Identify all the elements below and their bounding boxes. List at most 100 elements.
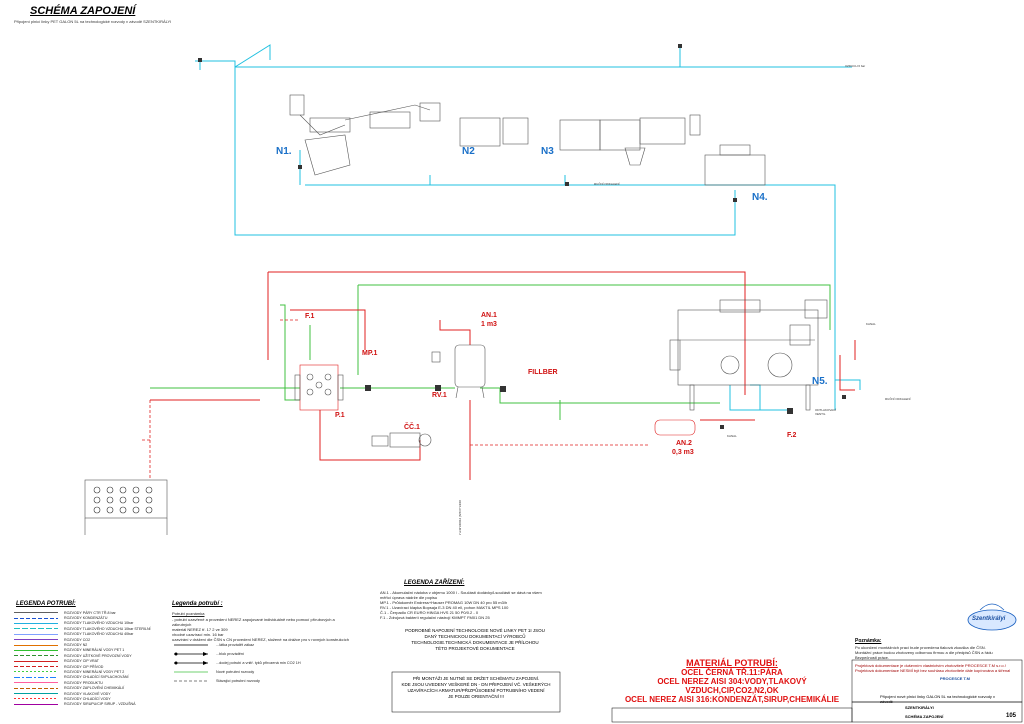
legend-line-swatch [14,622,58,624]
label-f1: F.1 [305,313,315,320]
warning-note-line: JE POUZE ORIENTAČNÍ !!! [448,694,504,699]
node-n1: N1. [276,146,292,157]
legend-line-swatch [14,639,58,641]
node-n5: N5. [812,376,828,387]
upper-equipment [289,94,766,186]
title-block-client: SZENTKIRÁLYI [905,705,934,710]
legend-symbol [174,651,208,656]
label-odplaseni: ODPLAVENÍ PRODUKTU [458,500,462,535]
warning-note-line: KDE JSOU UVEDENY VEŠKERÉ DN - DN PŘIPOJE… [401,682,551,687]
legend-potrubi-row: ROZVODY SIRUPU/CIP SIRUP - VZDUŠNÁ [12,702,162,707]
poznamka-line: Bezpečnosti práce. [855,655,890,660]
legend-symbol [174,644,208,645]
copyright-box: Projektová dokumentace je duševním vlast… [855,663,1021,673]
air-line [195,44,861,411]
center-note-line: TÉTO PROJEKTOVÉ DOKUMENTACE [435,646,515,651]
legend-zarizeni-line: měřící úprava nádrže dle popisu [380,595,438,600]
page-title: SCHÉMA ZAPOJENÍ [30,5,136,17]
valves [198,44,846,429]
label-an2: AN.2 [676,440,692,447]
legend-potrubi-label: ROZVODY TLAKOVÉHO VZDUCHU 10bar STERILNÍ [64,626,151,631]
legend-line-swatch [14,649,58,651]
legend-potrubi-label: ROZVODY MINERÁLNÍ VODY PET 2 [64,669,125,674]
cip-line [150,271,856,480]
legend-potrubi-row: ROZVODY PÁRY CTR TŘ.8 bar [12,610,162,615]
legend-potrubi2-label: Nové potrubní rozvody [216,669,255,674]
legend-potrubi-label: ROZVODY PRODUKTU [64,680,103,685]
legend-line-swatch [14,693,58,695]
legend-zarizeni-line: AN.1 - Akumulační nádoba v objemu 1000 l… [380,590,542,595]
label-rucni-2: RUČNÍ ODKALENÍ [885,397,911,401]
logo-mark [967,603,1017,631]
label-vzduch: VZDUCH 6 bar [845,64,866,68]
legend-potrubi-label: ROZVODY N2 [64,643,88,648]
legend-potrubi-label: ROZVODY VLAKOVÉ VODY [64,691,111,696]
legend-zarizeni-lines: AN.1 - Akumulační nádoba v objemu 1000 l… [380,590,570,620]
pump-c1 [371,432,432,448]
cassette-unit [84,479,168,535]
legend-potrubi-label: ROZVODY KONDENZÁTU [64,616,108,621]
legend-potrubi-row: ROZVODY CO2 [12,637,162,642]
legend-zarizeni-line: RV.1 - Uzavírací klapka Bopsaja E-3 DN 4… [380,605,509,610]
legend-potrubi-row: ROZVODY N2 [12,642,162,647]
legend-potrubi2-label: Stávající potrubní rozvody [216,678,260,683]
legend-line-swatch [14,682,58,684]
label-an1: AN.1 [481,312,497,319]
label-kanal-1: KANAL [866,322,876,326]
warning-note-line: PŘI MONTÁŽI JE NUTNÉ SE DRŽET SCHÉMATU Z… [412,676,540,681]
legend-zarizeni-title: LEGENDA ZAŘÍZENÍ: [404,580,465,586]
legend-potrubi2-line: uzavírání v drážení dle ČSN s CN provede… [172,637,349,642]
legend-potrubi-row: ROZVODY TLAKOVÉHO VZDUCHU 10bar [12,621,162,626]
legend-potrubi-label: ROZVODY TLAKOVÉHO VZDUCHU 10bar [64,621,134,626]
material-line: OCEL NEREZ AISI 316:KONDENZÁT,SIRUP,CHEM… [624,695,840,704]
material-block: MATERIÁL POTRUBÍ: OCEL ČERNÁ TŘ.11:PÁRA … [612,658,852,704]
legend-potrubi2-row: ...dodej potrubí a vnitř. tyků přirozená… [172,658,362,667]
legend-symbol [174,680,208,681]
legend-potrubi-label: ROZVODY CHLADÍCÍ VODY [64,696,111,701]
legend-zarizeni-line: F.1 - Zdrojová bakterií regulační nástro… [380,615,490,620]
legend-potrubi-row: ROZVODY VLAKOVÉ VODY [12,691,162,696]
legend-zarizeni-line: Č.1 - Čerpadlo CR EURO HINGA HVS 21 50 P… [380,610,479,615]
legend-potrubi2-row: ...látka provádět zákaz [172,640,362,649]
legend-zarizeni-line: MP.1 - Průtokoměr Endress+Hauser PROMAG … [380,600,508,605]
legend-potrubi2-line: materiál NEREZ tř. 17 2 ve 309 [172,627,228,632]
page-subtitle: Připojení plnicí linky PET GALON 5L na t… [14,19,172,24]
center-note: PODROBNÉ NAPOJENÍ TECHNOLOGIE NOVÉ LINKY… [380,628,570,652]
center-note-line: PODROBNÉ NAPOJENÍ TECHNOLOGIE NOVÉ LINKY… [405,628,545,633]
legend-potrubi2-row: Nové potrubní rozvody [172,667,362,676]
legend-potrubi2-items: ...látka provádět zákaz ...blok provádění… [172,640,362,685]
title-block-number: 105 [1006,713,1017,719]
poznamka-title: Poznámka: [855,638,882,644]
material-line: OCEL ČERNÁ TŘ.11:PÁRA [681,668,783,677]
node-n4: N4. [752,192,768,203]
legend-potrubi2-label: ...látka provádět zákaz [216,642,254,647]
legend-line-swatch [14,671,58,673]
legend-potrubi-title: LEGENDA POTRUBÍ: [16,601,76,607]
legend-potrubi2-row: ...blok provádění [172,649,362,658]
legend-line-swatch [14,655,58,657]
legend-line-swatch [14,612,58,614]
legend-potrubi-label: ROZVODY MINERÁLNÍ VODY PET 1 [64,648,125,653]
legend-line-swatch [14,644,58,646]
tank-an1 [431,344,486,399]
label-kanal-2: KANAL [727,434,737,438]
legend-potrubi-row: ROZVODY MINERÁLNÍ VODY PET 1 [12,648,162,653]
material-title: MATERIÁL POTRUBÍ: [686,658,778,668]
label-fillber: FILLBER [528,369,558,376]
legend-potrubi-label: ROZVODY CHLADÍCÍ SVPLACHOVÁNÍ [64,675,129,680]
legend-potrubi2-line: - potrubí uzavřené a provedení NEREZ zap… [172,617,335,627]
legend-line-swatch [14,703,58,705]
legend-symbol [174,671,208,672]
legend-potrubi2-title: Legenda potrubí : [172,601,223,607]
center-note-line: TECHNOLOGIE.TECHNICKÁ DOKUMENTACE JE PŘÍ… [411,640,539,645]
legend-potrubi-row: ROZVODY CHLADÍCÍ VODY [12,696,162,701]
legend-line-swatch [14,660,58,662]
center-note-line: DANÝ TECHNICKOU DOKUMENTACÍ VÝROBCŮ [424,634,526,639]
legend-potrubi-label: ROZVODY PÁRY CTR TŘ.8 bar [64,610,116,615]
warning-note: PŘI MONTÁŽI JE NUTNÉ SE DRŽET SCHÉMATU Z… [392,676,560,700]
label-c1: ČČ.1 [404,424,420,431]
label-mp1: MP.1 [362,350,378,357]
title-block-project: Připojení nové plnicí linky GALON 5L na … [880,694,996,704]
